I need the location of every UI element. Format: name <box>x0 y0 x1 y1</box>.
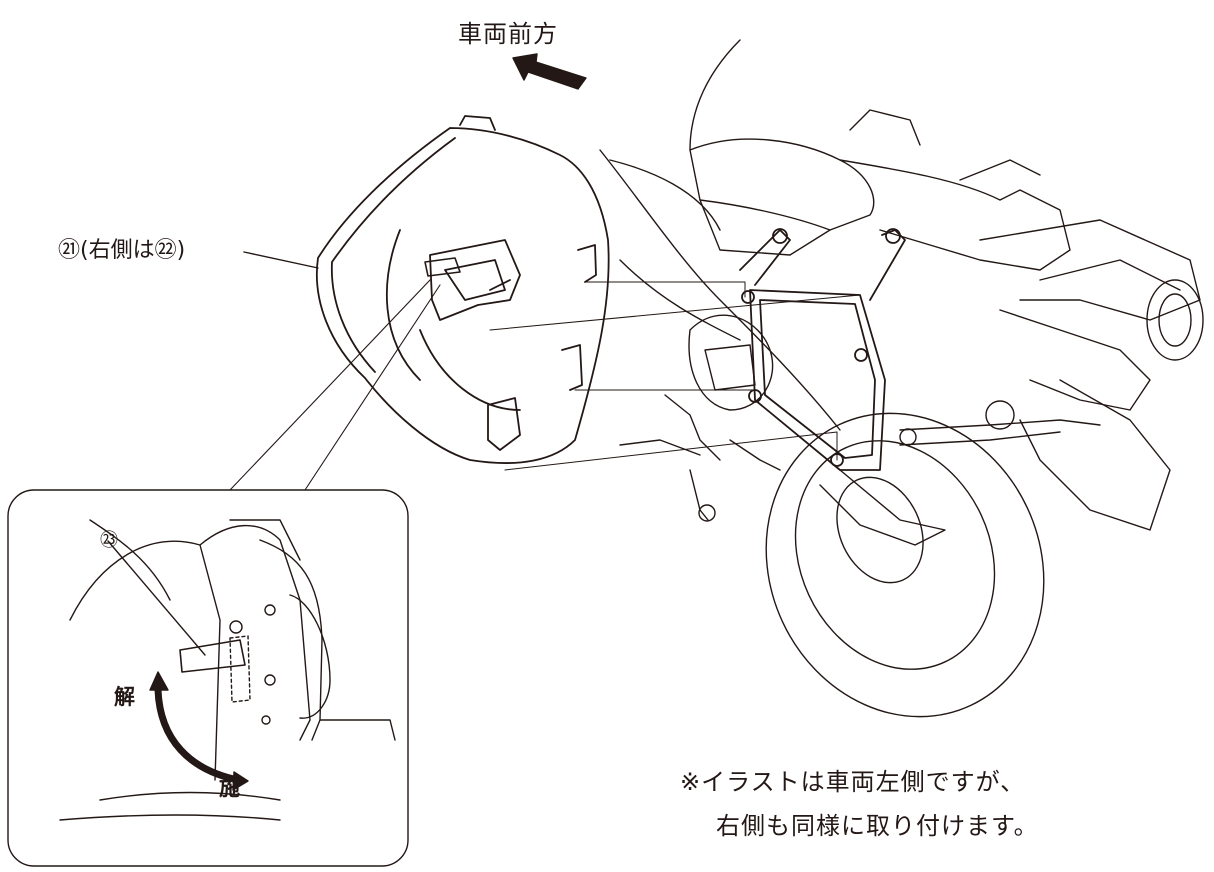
rear-hub <box>836 476 924 584</box>
note-line-2: 右側も同様に取り付けます。 <box>716 812 1039 840</box>
front-direction-label: 車両前方 <box>458 20 558 48</box>
rotation-arrow <box>154 689 239 784</box>
inset-key <box>179 639 246 673</box>
front-direction-arrow <box>512 53 587 90</box>
rear-rim <box>794 440 996 670</box>
lock-label: 施 <box>219 776 240 800</box>
motorcycle-outline <box>599 39 1204 718</box>
bracket-mount-upper-rear <box>741 290 755 304</box>
bracket-mount-upper-front <box>854 348 868 362</box>
side-case <box>316 115 610 464</box>
side-case-callout: ㉑(右側は㉒) <box>58 238 186 263</box>
key-callout: ㉓ <box>100 530 118 551</box>
rear-tire <box>765 412 1045 718</box>
unlock-label: 解 <box>114 685 135 709</box>
key-leader-line <box>107 540 206 656</box>
case-key <box>424 257 461 277</box>
detail-inset-frame <box>7 489 409 867</box>
case-leader-line <box>243 251 319 269</box>
side-case-bracket <box>739 228 906 471</box>
note-line-1: ※イラストは車両左側ですが、 <box>680 768 1026 796</box>
inset-drawing <box>59 519 396 821</box>
zoom-lines <box>229 279 441 491</box>
mounting-guide-lines <box>489 281 861 471</box>
